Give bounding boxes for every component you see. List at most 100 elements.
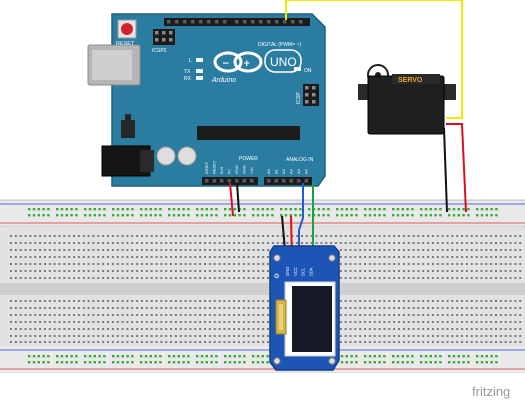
rail-hole bbox=[439, 214, 442, 217]
breadboard-hole bbox=[237, 341, 240, 343]
breadboard-hole bbox=[373, 270, 376, 272]
breadboard-hole bbox=[131, 249, 134, 251]
breadboard-hole bbox=[344, 256, 347, 258]
breadboard-hole bbox=[257, 335, 260, 337]
rail-hole bbox=[196, 361, 199, 364]
breadboard-hole bbox=[364, 235, 367, 237]
breadboard-hole bbox=[461, 300, 464, 302]
breadboard-hole bbox=[77, 335, 80, 337]
rail-hole bbox=[56, 355, 59, 358]
rail-hole bbox=[47, 214, 50, 217]
breadboard-hole bbox=[407, 263, 410, 265]
breadboard-hole bbox=[131, 314, 134, 316]
breadboard-hole bbox=[68, 341, 71, 343]
rail-hole bbox=[37, 361, 40, 364]
breadboard-hole bbox=[63, 235, 66, 237]
breadboard-hole bbox=[286, 235, 289, 237]
rail-hole bbox=[112, 355, 115, 358]
breadboard-hole bbox=[218, 321, 221, 323]
breadboard-hole bbox=[267, 242, 270, 244]
rail-hole bbox=[368, 361, 372, 364]
rail-hole bbox=[98, 208, 101, 211]
rail-hole bbox=[93, 208, 96, 211]
breadboard-hole bbox=[82, 300, 85, 302]
breadboard-hole bbox=[514, 328, 517, 330]
mount-hole-tr bbox=[328, 254, 336, 262]
breadboard-hole bbox=[199, 235, 202, 237]
breadboard-hole bbox=[136, 263, 139, 265]
breadboard-hole bbox=[373, 307, 376, 309]
breadboard-hole bbox=[48, 235, 51, 237]
breadboard-hole bbox=[247, 314, 250, 316]
rail-hole bbox=[172, 361, 176, 364]
icsp-pin bbox=[155, 31, 159, 35]
rail-hole bbox=[378, 208, 381, 211]
breadboard-hole bbox=[53, 277, 56, 279]
terminal-strip-holes bbox=[10, 235, 522, 343]
breadboard-hole bbox=[417, 300, 420, 302]
breadboard-hole bbox=[184, 335, 187, 337]
breadboard-hole bbox=[271, 242, 274, 244]
breadboard-hole bbox=[456, 321, 459, 323]
rail-hole bbox=[144, 355, 148, 358]
breadboard-hole bbox=[53, 341, 56, 343]
breadboard-hole bbox=[499, 341, 502, 343]
breadboard-hole bbox=[174, 335, 177, 337]
breadboard-hole bbox=[252, 300, 255, 302]
rail-hole bbox=[396, 355, 400, 358]
breadboard-hole bbox=[383, 256, 386, 258]
breadboard-hole bbox=[73, 307, 76, 309]
breadboard-hole bbox=[388, 242, 391, 244]
breadboard-hole bbox=[349, 300, 352, 302]
pin-label: GND bbox=[242, 165, 247, 174]
breadboard-hole bbox=[48, 263, 51, 265]
breadboard-hole bbox=[170, 263, 173, 265]
breadboard-hole bbox=[10, 307, 12, 309]
breadboard-hole bbox=[10, 256, 12, 258]
breadboard-hole bbox=[378, 314, 381, 316]
breadboard-hole bbox=[431, 242, 434, 244]
breadboard-hole bbox=[131, 341, 134, 343]
rail-hole bbox=[256, 355, 260, 358]
breadboard-hole bbox=[165, 335, 168, 337]
breadboard-hole bbox=[48, 307, 51, 309]
breadboard-hole bbox=[10, 341, 12, 343]
breadboard-hole bbox=[126, 256, 129, 258]
breadboard-hole bbox=[519, 256, 522, 258]
rail-hole bbox=[355, 214, 358, 217]
rail-hole bbox=[196, 208, 199, 211]
breadboard-hole bbox=[43, 270, 46, 272]
breadboard-hole bbox=[519, 235, 522, 237]
rail-hole bbox=[112, 214, 115, 217]
rail-hole bbox=[256, 208, 260, 211]
rail-hole bbox=[411, 355, 414, 358]
rail-hole bbox=[480, 361, 484, 364]
breadboard-hole bbox=[393, 307, 396, 309]
breadboard-hole bbox=[237, 277, 240, 279]
breadboard-hole bbox=[87, 256, 90, 258]
rail-hole bbox=[476, 355, 479, 358]
rail-hole bbox=[364, 361, 367, 364]
rail-hole bbox=[480, 208, 484, 211]
breadboard-hole bbox=[184, 270, 187, 272]
breadboard-hole bbox=[82, 328, 85, 330]
breadboard-hole bbox=[199, 341, 202, 343]
breadboard-hole bbox=[257, 307, 260, 309]
power-label: POWER bbox=[239, 156, 258, 162]
rail-hole bbox=[93, 361, 96, 364]
breadboard-hole bbox=[509, 270, 512, 272]
breadboard-hole bbox=[208, 341, 211, 343]
breadboard-hole bbox=[126, 249, 129, 251]
rail-hole bbox=[490, 214, 493, 217]
analog-header bbox=[264, 177, 312, 185]
breadboard-hole bbox=[170, 341, 173, 343]
breadboard-hole bbox=[233, 249, 236, 251]
breadboard-hole bbox=[349, 321, 352, 323]
breadboard-hole bbox=[218, 263, 221, 265]
breadboard-hole bbox=[213, 307, 216, 309]
breadboard-hole bbox=[228, 270, 231, 272]
power-header-pins bbox=[205, 179, 254, 183]
rail-hole bbox=[368, 355, 372, 358]
breadboard-hole bbox=[504, 321, 507, 323]
